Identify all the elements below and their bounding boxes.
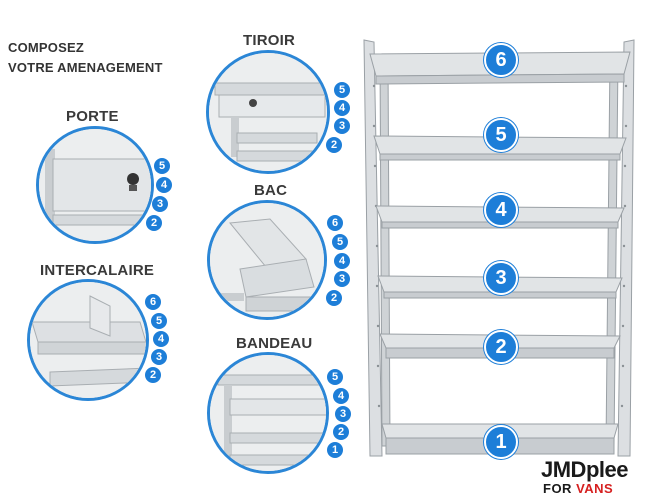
intro-line-1: COMPOSEZ bbox=[8, 40, 84, 55]
rack-level-6-badge: 6 bbox=[484, 43, 518, 77]
badge-porte-3: 3 bbox=[152, 196, 168, 212]
badge-bac-4: 4 bbox=[334, 253, 350, 269]
intro-text: COMPOSEZ VOTRE AMENAGEMENT bbox=[8, 38, 163, 78]
badge-porte-5: 5 bbox=[154, 158, 170, 174]
badge-bandeau-4: 4 bbox=[333, 388, 349, 404]
module-title-bandeau: BANDEAU bbox=[236, 335, 313, 352]
module-title-tiroir: TIROIR bbox=[243, 32, 296, 49]
badge-bac-6: 6 bbox=[327, 215, 343, 231]
rack-level-4-badge: 4 bbox=[484, 193, 518, 227]
badge-porte-4: 4 bbox=[156, 177, 172, 193]
badge-tiroir-5: 5 bbox=[334, 82, 350, 98]
badge-intercalaire-2: 2 bbox=[145, 367, 161, 383]
badge-porte-2: 2 bbox=[146, 215, 162, 231]
brand-logo: JMDplee bbox=[541, 457, 628, 482]
module-title-porte: PORTE bbox=[66, 108, 119, 125]
shelving-rack bbox=[360, 36, 640, 460]
badge-intercalaire-5: 5 bbox=[151, 313, 167, 329]
badge-bandeau-3: 3 bbox=[335, 406, 351, 422]
brand-logo-tagline-accent: VANS bbox=[576, 481, 614, 496]
badge-bac-5: 5 bbox=[332, 234, 348, 250]
module-image-porte bbox=[36, 126, 154, 244]
brand-logo-tagline-prefix: FOR bbox=[543, 481, 577, 496]
rack-level-1-badge: 1 bbox=[484, 425, 518, 459]
intro-line-2: VOTRE AMENAGEMENT bbox=[8, 60, 163, 75]
module-image-bac bbox=[207, 200, 327, 320]
module-image-bandeau bbox=[207, 352, 329, 474]
badge-intercalaire-4: 4 bbox=[153, 331, 169, 347]
rack-level-5-badge: 5 bbox=[484, 118, 518, 152]
badge-bandeau-5: 5 bbox=[327, 369, 343, 385]
module-image-tiroir bbox=[206, 50, 330, 174]
badge-bandeau-1: 1 bbox=[327, 442, 343, 458]
badge-intercalaire-6: 6 bbox=[145, 294, 161, 310]
badge-bandeau-2: 2 bbox=[333, 424, 349, 440]
rack-level-3-badge: 3 bbox=[484, 261, 518, 295]
module-image-intercalaire bbox=[27, 279, 149, 401]
shelving-rack-drawing bbox=[363, 39, 635, 457]
module-title-intercalaire: INTERCALAIRE bbox=[40, 262, 155, 279]
rack-level-2-badge: 2 bbox=[484, 330, 518, 364]
badge-tiroir-2: 2 bbox=[326, 137, 342, 153]
badge-bac-3: 3 bbox=[334, 271, 350, 287]
badge-tiroir-4: 4 bbox=[334, 100, 350, 116]
badge-bac-2: 2 bbox=[326, 290, 342, 306]
badge-intercalaire-3: 3 bbox=[151, 349, 167, 365]
module-title-bac: BAC bbox=[254, 182, 288, 199]
brand-logo-tagline: FOR VANS bbox=[543, 481, 613, 496]
badge-tiroir-3: 3 bbox=[334, 118, 350, 134]
